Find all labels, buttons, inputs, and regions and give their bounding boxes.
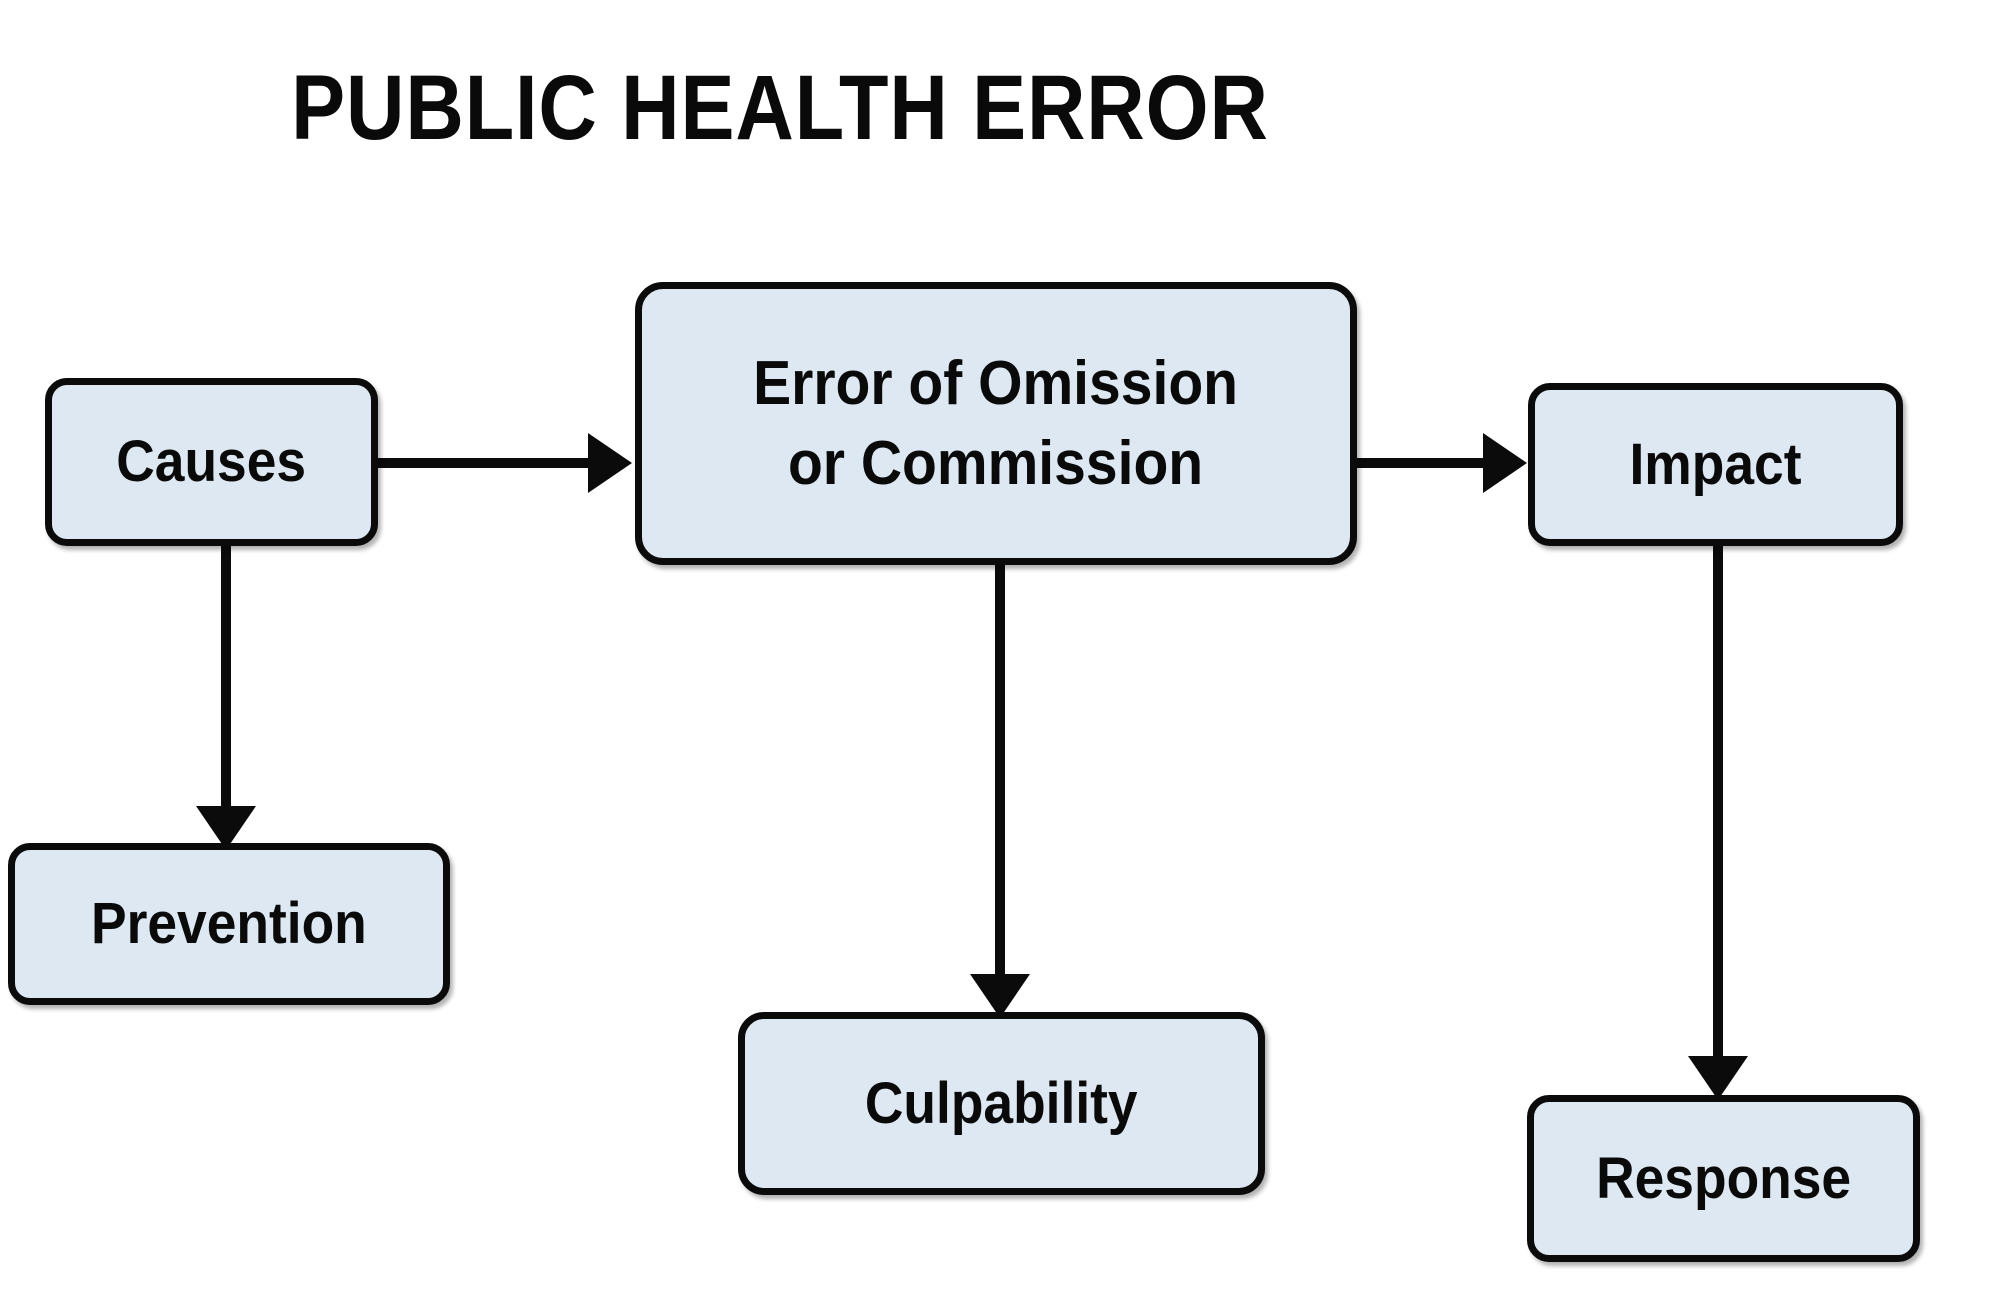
node-response[interactable]: Response bbox=[1527, 1095, 1920, 1262]
node-response-label: Response bbox=[1595, 1145, 1852, 1211]
node-prevention-label: Prevention bbox=[91, 891, 367, 956]
edge-error-to-impact-arrowhead bbox=[1483, 433, 1527, 493]
node-culpability[interactable]: Culpability bbox=[738, 1012, 1265, 1195]
edge-causes-to-prevention-line bbox=[221, 542, 231, 814]
page-title: PUBLIC HEALTH ERROR bbox=[291, 57, 1269, 159]
node-culpability-label: Culpability bbox=[865, 1070, 1138, 1136]
node-error-label: Error of Omission or Commission bbox=[753, 348, 1239, 498]
node-prevention[interactable]: Prevention bbox=[8, 843, 450, 1005]
edge-causes-to-error-arrowhead bbox=[588, 433, 632, 493]
node-error-of-omission-or-commission[interactable]: Error of Omission or Commission bbox=[635, 282, 1357, 565]
node-causes[interactable]: Causes bbox=[45, 378, 378, 546]
node-causes-label: Causes bbox=[116, 429, 307, 494]
edge-error-to-impact-line bbox=[1357, 458, 1485, 468]
edge-error-to-culpability-arrowhead bbox=[970, 974, 1030, 1018]
node-impact[interactable]: Impact bbox=[1528, 383, 1903, 546]
edge-error-to-culpability-line bbox=[995, 562, 1005, 982]
edge-impact-to-response-arrowhead bbox=[1688, 1056, 1748, 1100]
node-impact-label: Impact bbox=[1629, 431, 1802, 497]
edge-impact-to-response-line bbox=[1713, 542, 1723, 1064]
edge-causes-to-error-line bbox=[378, 458, 590, 468]
edge-causes-to-prevention-arrowhead bbox=[196, 806, 256, 850]
